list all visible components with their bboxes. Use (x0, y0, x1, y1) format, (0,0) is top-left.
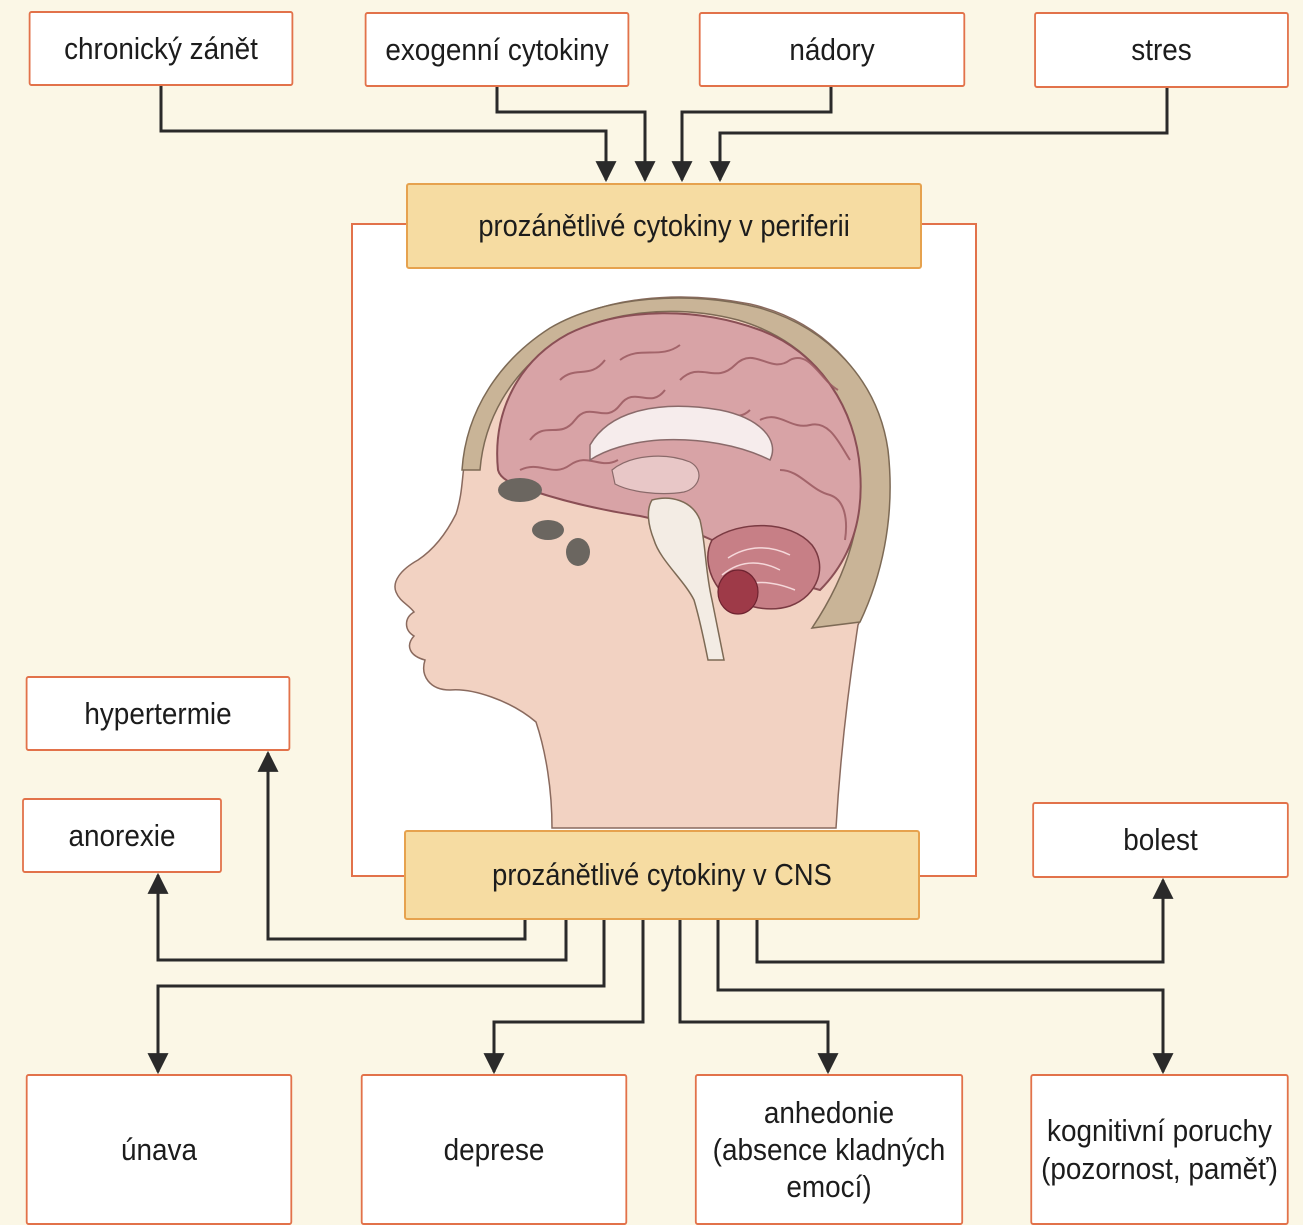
box-pain: bolest (1032, 802, 1289, 878)
box-chronic-inflammation: chronický zánět (29, 11, 294, 86)
box-fatigue: únava (26, 1074, 292, 1225)
header-periphery-cytokines: prozánětlivé cytokiny v periferii (406, 183, 922, 269)
box-tumors: nádory (699, 12, 965, 87)
box-depression: deprese (361, 1074, 627, 1225)
arrow-fatigue (158, 920, 604, 1072)
arrow-depression (494, 920, 643, 1072)
box-exogenous-cytokines: exogenní cytokiny (365, 12, 630, 87)
sinus-3 (566, 538, 590, 566)
sinus-1 (498, 478, 542, 502)
head-brain-illustration (395, 297, 890, 828)
arrow-exogenous-cytokines (497, 87, 645, 180)
pons-highlight (718, 570, 758, 614)
arrow-chronic-inflammation (161, 86, 606, 180)
box-anorexia: anorexie (22, 798, 222, 873)
box-stress: stres (1034, 12, 1289, 88)
header-cns-cytokines: prozánětlivé cytokiny v CNS (404, 830, 920, 920)
box-cognitive-disorders: kognitivní poruchy (pozornost, paměť) (1030, 1074, 1288, 1225)
arrow-anhedonia (680, 920, 828, 1072)
box-anhedonia: anhedonie (absence kladných emocí) (695, 1074, 963, 1225)
arrow-stress (720, 88, 1167, 180)
thalamus (612, 456, 699, 493)
arrow-cognitive (718, 920, 1163, 1072)
sinus-2 (532, 520, 564, 540)
box-hyperthermia: hypertermie (26, 676, 291, 751)
